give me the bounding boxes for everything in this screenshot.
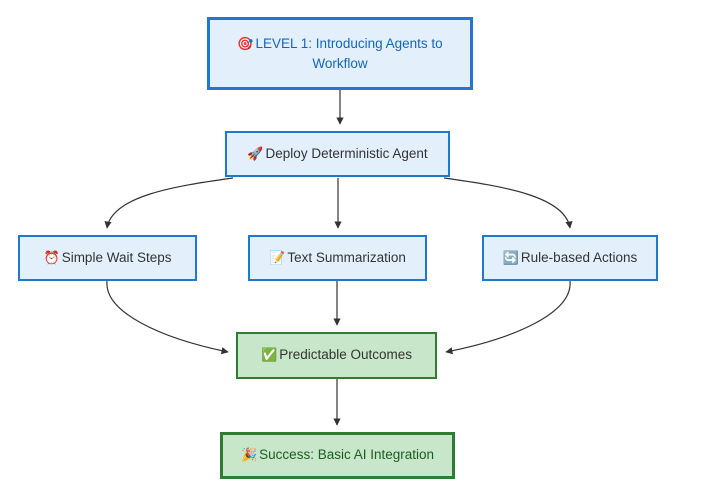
node-summarize-label: 📝Text Summarization — [259, 248, 416, 268]
rocket-icon: 🚀 — [247, 146, 264, 162]
edge-wait-outcomes — [106, 280, 229, 355]
node-deploy-text: Deploy Deterministic Agent — [265, 145, 428, 161]
node-wait-text: Simple Wait Steps — [61, 249, 172, 265]
node-success[interactable]: 🎉Success: Basic AI Integration — [220, 432, 455, 479]
node-success-label: 🎉Success: Basic AI Integration — [231, 445, 444, 465]
node-wait-label: ⏰Simple Wait Steps — [34, 248, 182, 268]
node-outcomes-label: ✅Predictable Outcomes — [251, 345, 422, 365]
node-deploy-label: 🚀Deploy Deterministic Agent — [237, 144, 437, 164]
node-simple-wait-steps[interactable]: ⏰Simple Wait Steps — [18, 235, 197, 281]
alarm-clock-icon: ⏰ — [43, 250, 60, 266]
node-level1-label: 🎯LEVEL 1: Introducing Agents to Workflow — [227, 34, 452, 74]
memo-icon: 📝 — [269, 250, 286, 266]
node-rule-based-actions[interactable]: 🔄Rule-based Actions — [482, 235, 658, 281]
node-outcomes-text: Predictable Outcomes — [279, 347, 412, 363]
node-rules-label: 🔄Rule-based Actions — [493, 248, 648, 268]
node-level1-text: LEVEL 1: Introducing Agents to Workflow — [255, 35, 443, 72]
node-success-text: Success: Basic AI Integration — [259, 447, 435, 463]
check-mark-box-icon: ✅ — [261, 348, 278, 364]
node-text-summarization[interactable]: 📝Text Summarization — [248, 235, 427, 281]
edge-rules-outcomes — [445, 280, 571, 355]
node-predictable-outcomes[interactable]: ✅Predictable Outcomes — [236, 332, 437, 379]
node-deploy[interactable]: 🚀Deploy Deterministic Agent — [225, 131, 450, 177]
edge-deploy-rules — [443, 177, 573, 229]
direct-hit-icon: 🎯 — [237, 36, 254, 52]
node-summarize-text: Text Summarization — [287, 249, 406, 265]
refresh-cycle-icon: 🔄 — [502, 250, 519, 266]
node-level1[interactable]: 🎯LEVEL 1: Introducing Agents to Workflow — [207, 17, 473, 90]
party-popper-icon: 🎉 — [240, 448, 258, 464]
edge-deploy-wait — [104, 177, 234, 229]
node-rules-text: Rule-based Actions — [520, 249, 638, 265]
